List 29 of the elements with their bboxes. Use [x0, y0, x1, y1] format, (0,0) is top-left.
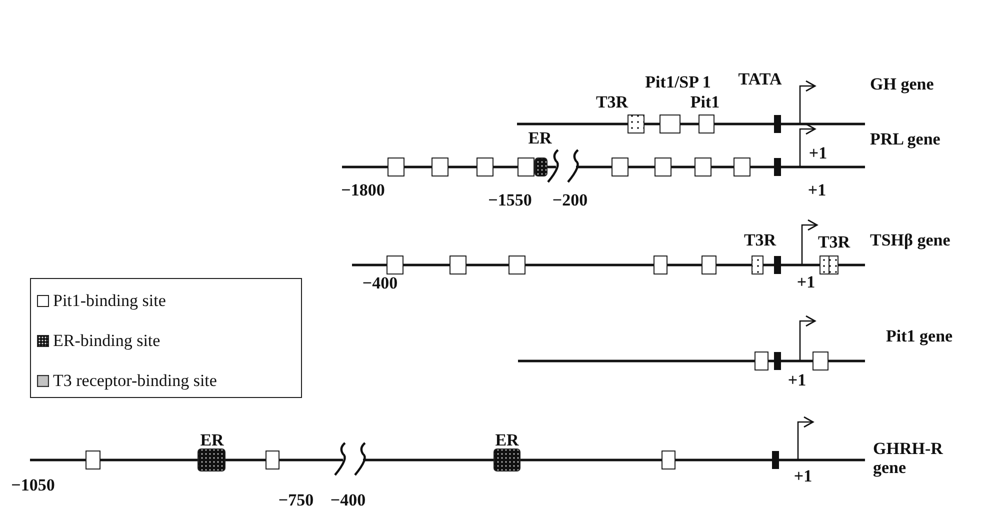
legend-text: T3 receptor-binding site	[53, 371, 217, 390]
gene-name: PRL gene	[870, 130, 940, 148]
site-label: ER	[200, 430, 224, 450]
legend-text: Pit1-binding site	[53, 291, 166, 310]
gene-name: GHRH-R gene	[873, 439, 944, 477]
site-label: −200	[552, 190, 588, 210]
site-label: T3R	[818, 232, 850, 252]
gene-name: TSHβ gene	[870, 230, 950, 250]
site-label: +1	[808, 144, 828, 162]
site-label: T3R	[596, 92, 628, 112]
gene-name: Pit1 gene	[886, 326, 953, 346]
site-label: +1	[788, 370, 806, 390]
site-label: +1	[796, 272, 816, 292]
site-label: ER	[495, 430, 519, 450]
site-label: Pit1	[690, 92, 720, 112]
gene-name: GH gene	[870, 74, 934, 94]
site-label: +1	[794, 466, 812, 486]
site-label: −1800	[341, 180, 385, 200]
site-label: −400	[362, 274, 398, 292]
site-label: ER	[528, 128, 552, 148]
site-label: +1	[808, 180, 826, 200]
site-label: −400	[330, 490, 366, 509]
site-label: −1550	[488, 190, 532, 210]
site-label: T3R	[744, 230, 776, 250]
legend-text: ER-binding site	[53, 331, 160, 350]
site-label: TATA	[738, 70, 782, 88]
site-label: −1050	[11, 476, 55, 494]
site-label: Pit1/SP 1	[645, 72, 711, 92]
site-label: −750	[278, 490, 314, 509]
